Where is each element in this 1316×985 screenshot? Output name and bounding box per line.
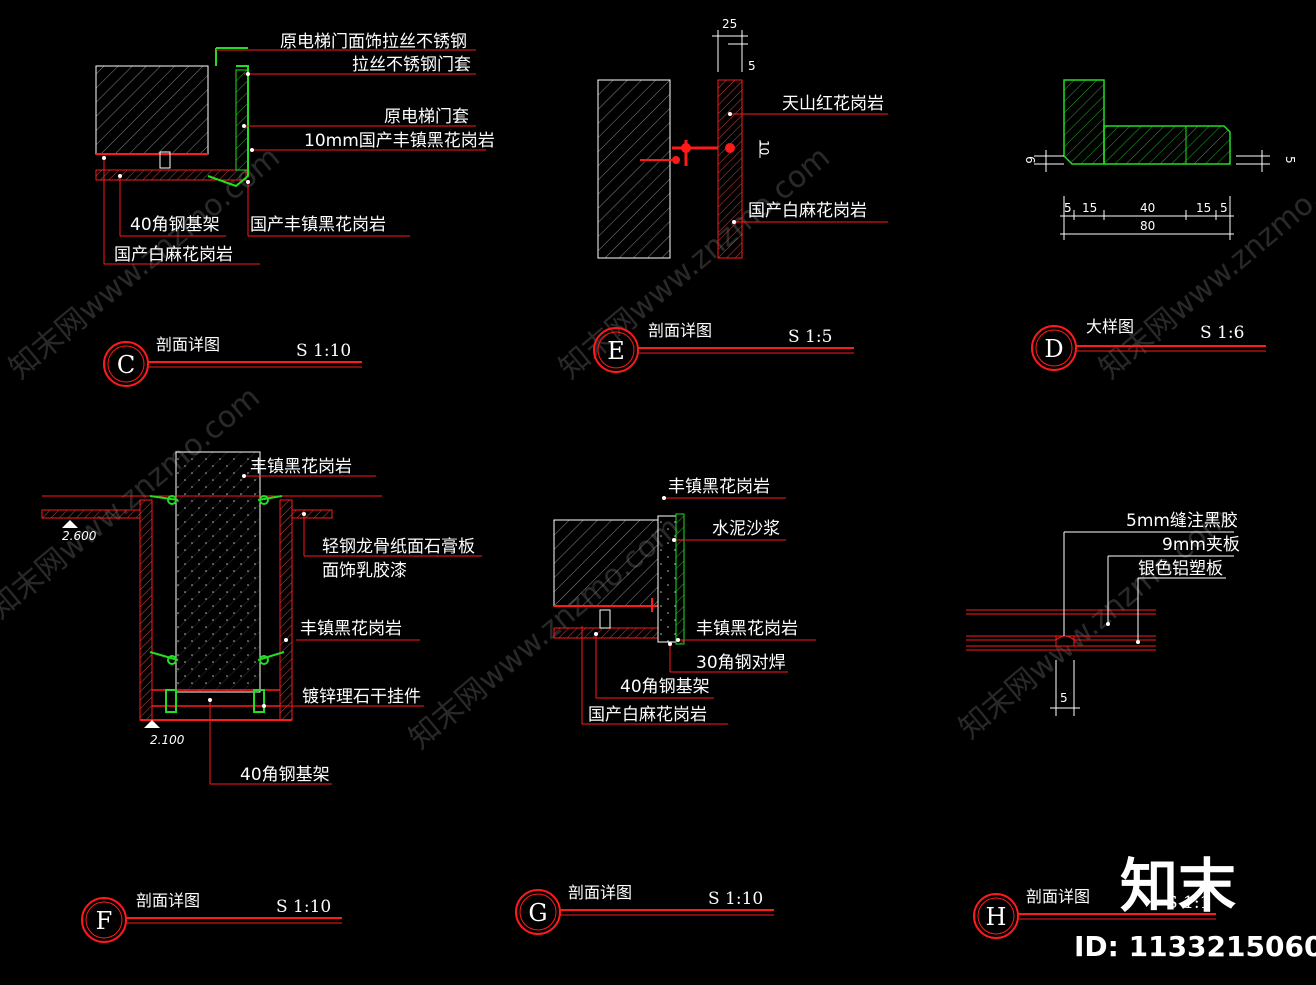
detail-letter: G: [528, 899, 547, 927]
callout-label: 国产白麻花岗岩: [114, 245, 233, 265]
detail-f-drawing: 2.600 2.100: [41, 451, 482, 785]
callout-label: 面饰乳胶漆: [322, 561, 407, 581]
dimension: 80: [1140, 219, 1155, 233]
detail-title: 剖面详图: [568, 883, 632, 902]
detail-letter: H: [986, 903, 1007, 931]
dimension: 5: [1220, 201, 1228, 215]
dimension: 5: [748, 59, 756, 73]
detail-c-labels: 原电梯门面饰拉丝不锈钢 拉丝不锈钢门套 原电梯门套 10mm国产丰镇黑花岗岩 4…: [114, 32, 495, 265]
callout-label: 30角钢对焊: [696, 653, 786, 673]
dimension: 25: [722, 17, 737, 31]
callout-label: 国产丰镇黑花岗岩: [250, 215, 386, 235]
callout-label: 银色铝塑板: [1138, 559, 1223, 579]
id-label: ID: 1133215060: [1074, 930, 1316, 963]
detail-f-title-block: F 剖面详图 S 1:10: [81, 891, 342, 943]
callout-label: 国产白麻花岗岩: [748, 201, 867, 221]
detail-title: 剖面详图: [136, 891, 200, 910]
detail-title: 剖面详图: [1026, 887, 1090, 906]
callout-label: 拉丝不锈钢门套: [352, 55, 471, 75]
detail-f-labels: 丰镇黑花岗岩 轻钢龙骨纸面石膏板 面饰乳胶漆 丰镇黑花岗岩 镀锌理石干挂件 40…: [240, 457, 475, 785]
callout-label: 丰镇黑花岗岩: [250, 457, 352, 477]
callout-label: 丰镇黑花岗岩: [300, 619, 402, 639]
dimension: 40: [1140, 201, 1155, 215]
detail-e-labels: 天山红花岗岩 国产白麻花岗岩: [748, 94, 884, 221]
detail-e-drawing: 25 5 10: [597, 17, 888, 259]
level-mark: 2.600: [62, 529, 97, 543]
dimension: 15: [1196, 201, 1211, 215]
detail-d-drawing: 6 5 5 15 40 15 5 80: [1023, 79, 1297, 240]
detail-letter: E: [607, 337, 625, 365]
detail-g-labels: 丰镇黑花岗岩 水泥沙浆 丰镇黑花岗岩 30角钢对焊 40角钢基架 国产白麻花岗岩: [588, 477, 798, 725]
detail-title: 剖面详图: [156, 335, 220, 354]
dimension: 5: [1283, 156, 1297, 164]
callout-label: 10mm国产丰镇黑花岗岩: [304, 131, 495, 151]
callout-label: 原电梯门面饰拉丝不锈钢: [280, 32, 467, 52]
callout-label: 40角钢基架: [620, 677, 710, 697]
callout-label: 40角钢基架: [130, 215, 220, 235]
detail-letter: D: [1044, 335, 1063, 363]
detail-h-labels: 5mm缝注黑胶 9mm夹板 银色铝塑板: [1126, 511, 1240, 579]
dimension: 10: [757, 140, 771, 155]
detail-h-title-block: H 剖面详图 S 1:1: [973, 887, 1216, 939]
detail-c-drawing: [95, 47, 486, 265]
detail-scale: S 1:10: [296, 341, 351, 361]
watermark-text: 知末网www.znzmo.com: [553, 140, 837, 386]
detail-g-title-block: G 剖面详图 S 1:10: [515, 883, 774, 935]
detail-title: 大样图: [1086, 317, 1134, 336]
callout-label: 40角钢基架: [240, 765, 330, 785]
callout-label: 天山红花岗岩: [782, 94, 884, 114]
detail-title: 剖面详图: [648, 321, 712, 340]
callout-label: 水泥沙浆: [712, 519, 780, 539]
level-mark: 2.100: [150, 733, 185, 747]
detail-c-title-block: C 剖面详图 S 1:10: [103, 335, 362, 387]
detail-g-drawing: [553, 496, 816, 725]
detail-d-title-block: D 大样图 S 1:6: [1031, 317, 1266, 371]
callout-label: 9mm夹板: [1162, 535, 1240, 555]
detail-scale: S 1:6: [1200, 323, 1244, 343]
callout-label: 镀锌理石干挂件: [302, 687, 421, 707]
detail-e-title-block: E 剖面详图 S 1:5: [593, 321, 854, 373]
callout-label: 丰镇黑花岗岩: [668, 477, 770, 497]
callout-label: 5mm缝注黑胶: [1126, 511, 1238, 531]
detail-letter: C: [117, 351, 135, 379]
detail-scale: S 1:1: [1166, 893, 1210, 913]
brand-logo: 知末: [1120, 852, 1236, 920]
detail-h-drawing: 5: [966, 531, 1234, 716]
callout-label: 丰镇黑花岗岩: [696, 619, 798, 639]
detail-scale: S 1:10: [708, 889, 763, 909]
callout-label: 原电梯门套: [384, 107, 469, 127]
detail-scale: S 1:5: [788, 327, 832, 347]
callout-label: 轻钢龙骨纸面石膏板: [322, 536, 475, 557]
dimension: 15: [1082, 201, 1097, 215]
callout-label: 国产白麻花岗岩: [588, 705, 707, 725]
detail-scale: S 1:10: [276, 897, 331, 917]
watermark-text: 知末网www.znzmo.com: [1093, 140, 1316, 386]
detail-letter: F: [96, 907, 113, 935]
dimension: 5: [1064, 201, 1072, 215]
dimension: 6: [1023, 156, 1037, 164]
dimension: 5: [1060, 691, 1068, 705]
